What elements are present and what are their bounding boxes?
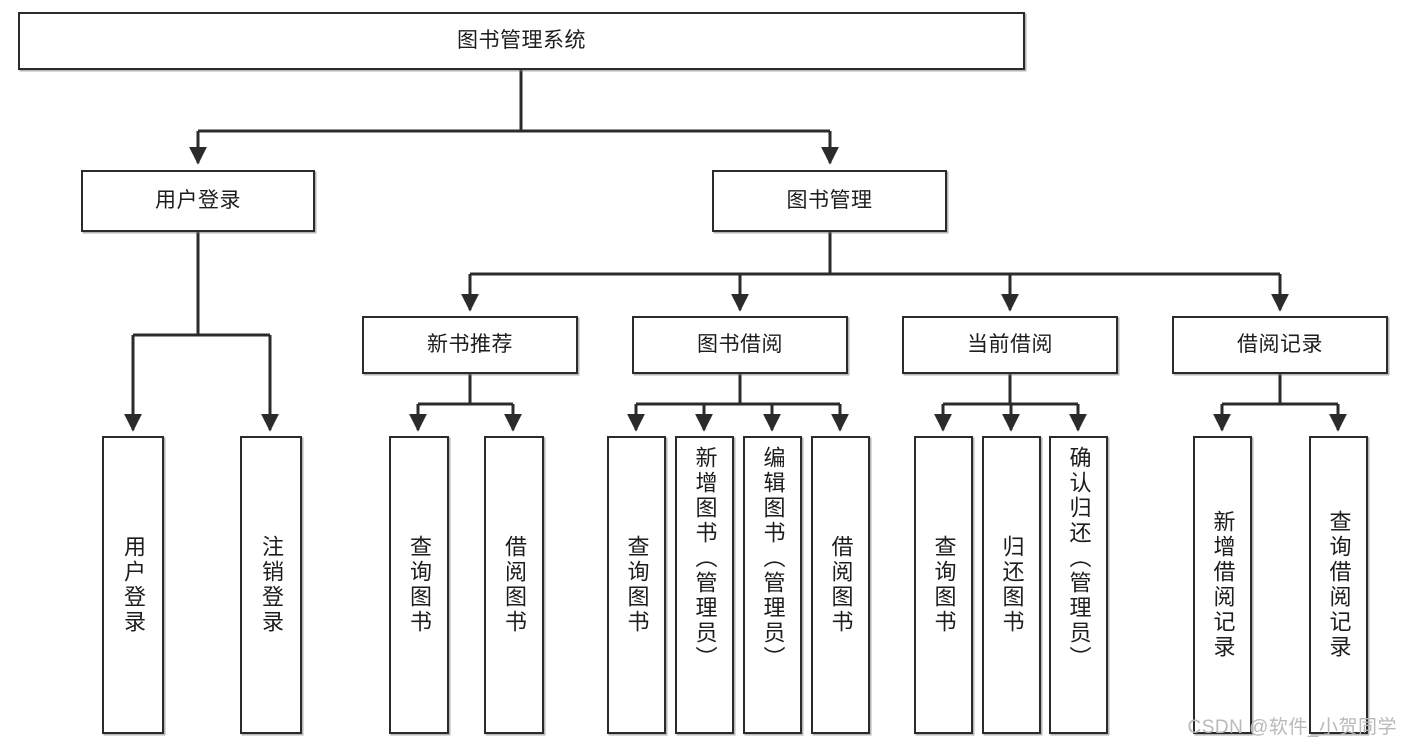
leaf-borrow-borrow-book-label: 借阅图书 xyxy=(828,535,854,635)
leaf-rec-borrow-book-label: 借阅图书 xyxy=(502,535,527,635)
leaf-borrow-add-book[interactable]: 新增图书（管理员） xyxy=(675,436,734,734)
node-user-login[interactable]: 用户登录 xyxy=(81,170,315,232)
leaf-rec-add-record-label: 新增借阅记录 xyxy=(1210,510,1236,660)
node-book-borrow[interactable]: 图书借阅 xyxy=(632,316,848,374)
leaf-user-login-label: 用户登录 xyxy=(121,535,146,635)
leaf-borrow-query-book[interactable]: 查询图书 xyxy=(607,436,666,734)
leaf-rec-query-book[interactable]: 查询图书 xyxy=(389,436,449,734)
leaf-rec-query-record-label: 查询借阅记录 xyxy=(1326,510,1352,660)
leaf-borrow-edit-book[interactable]: 编辑图书（管理员） xyxy=(743,436,802,734)
node-borrow-record-label: 借阅记录 xyxy=(1237,333,1323,357)
leaf-user-logout-label: 注销登录 xyxy=(259,535,284,635)
leaf-cur-return-book-label: 归还图书 xyxy=(999,535,1025,635)
node-borrow-record[interactable]: 借阅记录 xyxy=(1172,316,1388,374)
node-new-book-rec-label: 新书推荐 xyxy=(427,333,513,357)
node-new-book-rec[interactable]: 新书推荐 xyxy=(362,316,578,374)
leaf-borrow-add-book-label: 新增图书（管理员） xyxy=(692,446,718,671)
node-book-borrow-label: 图书借阅 xyxy=(697,333,783,357)
leaf-rec-add-record[interactable]: 新增借阅记录 xyxy=(1193,436,1252,734)
leaf-rec-query-book-label: 查询图书 xyxy=(407,535,432,635)
leaf-user-login[interactable]: 用户登录 xyxy=(102,436,164,734)
leaf-rec-query-record[interactable]: 查询借阅记录 xyxy=(1309,436,1368,734)
leaf-cur-confirm-return-label: 确认归还（管理员） xyxy=(1066,446,1092,671)
node-root-label: 图书管理系统 xyxy=(457,29,586,53)
node-current-borrow[interactable]: 当前借阅 xyxy=(902,316,1118,374)
node-book-manage[interactable]: 图书管理 xyxy=(712,170,947,232)
leaf-user-logout[interactable]: 注销登录 xyxy=(240,436,302,734)
watermark-text: CSDN @软件_小贺同学 xyxy=(1187,717,1397,738)
node-user-login-label: 用户登录 xyxy=(155,189,241,213)
leaf-borrow-edit-book-label: 编辑图书（管理员） xyxy=(760,446,786,671)
leaf-cur-return-book[interactable]: 归还图书 xyxy=(982,436,1041,734)
leaf-borrow-borrow-book[interactable]: 借阅图书 xyxy=(811,436,870,734)
leaf-cur-query-book[interactable]: 查询图书 xyxy=(914,436,973,734)
node-current-borrow-label: 当前借阅 xyxy=(967,333,1053,357)
leaf-borrow-query-book-label: 查询图书 xyxy=(624,535,650,635)
node-book-manage-label: 图书管理 xyxy=(786,189,873,213)
leaf-cur-confirm-return[interactable]: 确认归还（管理员） xyxy=(1049,436,1108,734)
node-root[interactable]: 图书管理系统 xyxy=(18,12,1025,70)
leaf-cur-query-book-label: 查询图书 xyxy=(931,535,957,635)
leaf-rec-borrow-book[interactable]: 借阅图书 xyxy=(484,436,544,734)
